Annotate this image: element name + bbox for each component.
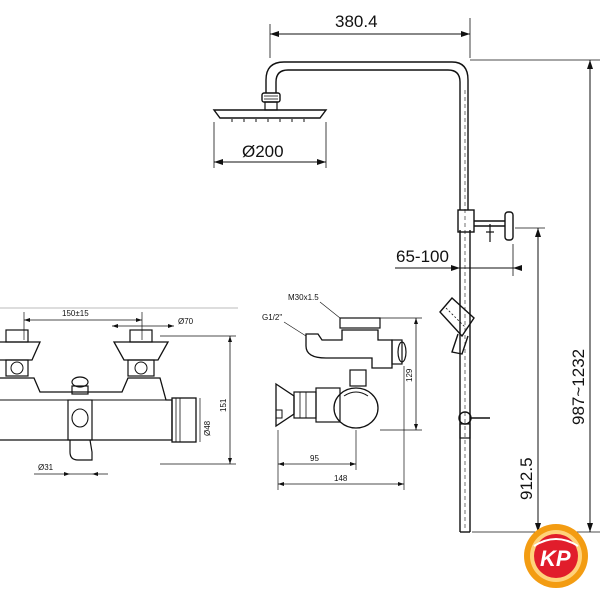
dim-mixer-knob-label: Ø70 xyxy=(178,317,194,326)
side-thread-inlet-label: G1/2" xyxy=(262,313,282,322)
dim-total-height-label: 987~1232 xyxy=(569,349,588,425)
side-thread-top-label: M30x1.5 xyxy=(288,293,319,302)
shower-arm xyxy=(265,61,469,210)
dim-mixer-body-label: Ø48 xyxy=(203,420,212,436)
dim-wall-offset-label: 65-100 xyxy=(396,247,449,266)
dim-mixer-spacing-label: 150±15 xyxy=(62,309,89,318)
dim-side-depth-inner-label: 95 xyxy=(310,454,319,463)
rain-shower-head xyxy=(212,92,328,122)
dim-mixer-height-side-label: 151 xyxy=(219,398,228,412)
dim-side-depth-outer-label: 148 xyxy=(334,474,348,483)
kp-logo: KP xyxy=(524,524,588,588)
dim-head-diameter: Ø200 xyxy=(213,122,327,168)
dim-mixer-height-label: 912.5 xyxy=(517,457,536,500)
mixer-front-view: 150±15 Ø70 Ø48 xyxy=(0,307,238,476)
kp-logo-text: KP xyxy=(540,546,571,571)
hand-shower xyxy=(439,296,475,355)
dim-arm-reach-label: 380.4 xyxy=(335,12,378,31)
dim-head-diameter-label: Ø200 xyxy=(242,142,284,161)
dim-arm-reach: 380.4 xyxy=(269,12,471,58)
dim-wall-offset: 65-100 xyxy=(395,244,522,276)
dim-side-height-label: 129 xyxy=(405,368,414,382)
mixer-side-view: M30x1.5 G1/2" 129 95 xyxy=(262,293,422,490)
dim-mixer-height: 912.5 xyxy=(515,227,545,532)
wall-bracket xyxy=(457,209,514,242)
dim-mixer-pipe-label: Ø31 xyxy=(38,463,54,472)
dim-total-height: 987~1232 xyxy=(470,59,600,533)
rail-slider xyxy=(458,411,490,439)
